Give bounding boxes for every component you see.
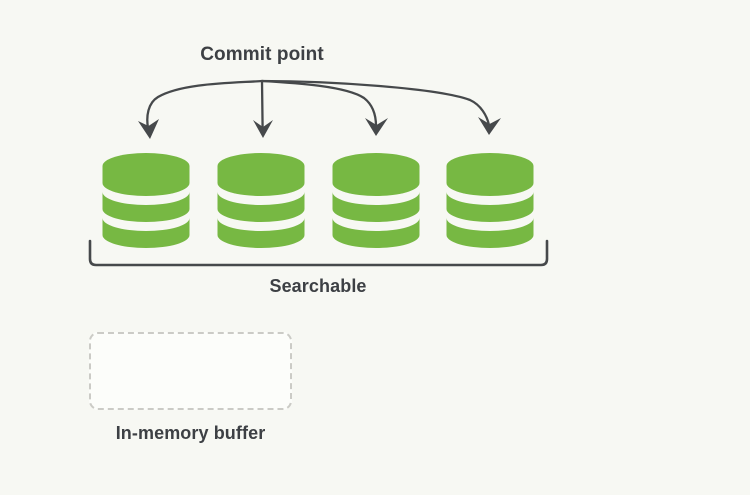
segment-2-icon[interactable] [217,153,305,248]
arrow-to-segment-1-line [146,79,264,130]
segment-1-icon[interactable] [102,153,190,248]
arrow-to-segment-4-line [260,79,491,127]
arrow-to-segment-3-line [260,79,378,128]
commit-point-label: Commit point [200,44,324,65]
arrow-group [146,79,491,130]
searchable-label: Searchable [269,276,367,296]
segment-stack [102,153,534,248]
in-memory-buffer-label: In-memory buffer [115,423,266,443]
arrowhead-group [138,117,501,139]
segment-4-icon[interactable] [446,153,534,248]
in-memory-buffer-box[interactable] [89,332,292,410]
segment-3-icon[interactable] [332,153,420,248]
searchable-bracket [88,239,549,267]
arrow-to-segment-2-line [260,79,264,129]
arrow-to-segment-2-head [253,120,273,138]
arrow-to-segment-1-head [138,119,159,139]
arrow-to-segment-4-head [478,117,501,135]
arrow-to-segment-3-head [365,118,388,136]
